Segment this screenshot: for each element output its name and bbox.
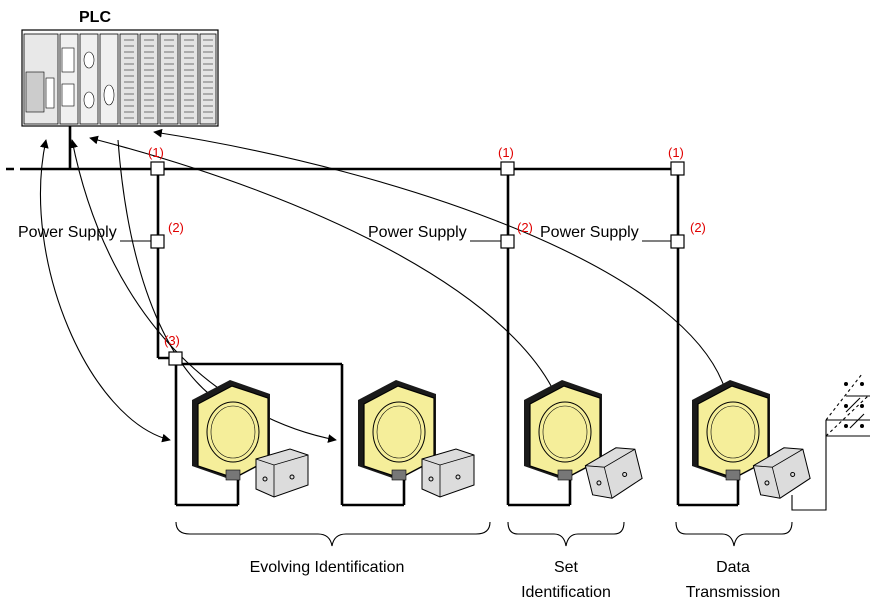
power-tap-1	[150, 234, 165, 249]
bus-tap-1	[150, 161, 165, 176]
power-tap-label-1: (2)	[168, 220, 184, 235]
branch-tap-label: (3)	[164, 333, 180, 348]
power-tap-3	[670, 234, 685, 249]
bus-tap-label-1: (1)	[148, 145, 164, 160]
power-supply-label-3: Power Supply	[540, 224, 639, 241]
bus-tap-3	[670, 161, 685, 176]
group-label-set-1: Set	[554, 559, 579, 576]
tag-1	[255, 448, 309, 498]
tag-3	[584, 447, 643, 499]
branch-tap	[168, 351, 183, 366]
plc-rack	[21, 29, 219, 127]
power-supply-label-1: Power Supply	[18, 224, 117, 241]
bus-tap-label-3: (1)	[668, 145, 684, 160]
bracket-set	[507, 521, 625, 547]
group-label-data-1: Data	[716, 559, 750, 576]
main-bus	[6, 126, 678, 171]
bus-tap-2	[500, 161, 515, 176]
power-tap-label-2: (2)	[517, 220, 533, 235]
bracket-evolving	[175, 521, 491, 547]
tag-4	[752, 447, 811, 499]
reader-1	[192, 380, 270, 481]
switch-contacts-icon	[791, 373, 870, 511]
group-label-data-2: Transmission	[686, 584, 781, 601]
group-label-evolving: Evolving Identification	[250, 559, 405, 576]
plc-label: PLC	[79, 9, 111, 26]
power-tap-label-3: (2)	[690, 220, 706, 235]
power-supply-label-2: Power Supply	[368, 224, 467, 241]
reader-3	[524, 380, 602, 481]
bracket-data	[675, 521, 793, 547]
reader-4	[692, 380, 770, 481]
bus-tap-label-2: (1)	[498, 145, 514, 160]
tag-2	[421, 448, 475, 498]
group-label-set-2: Identification	[521, 584, 611, 601]
reader-2	[358, 380, 436, 481]
power-tap-2	[500, 234, 515, 249]
